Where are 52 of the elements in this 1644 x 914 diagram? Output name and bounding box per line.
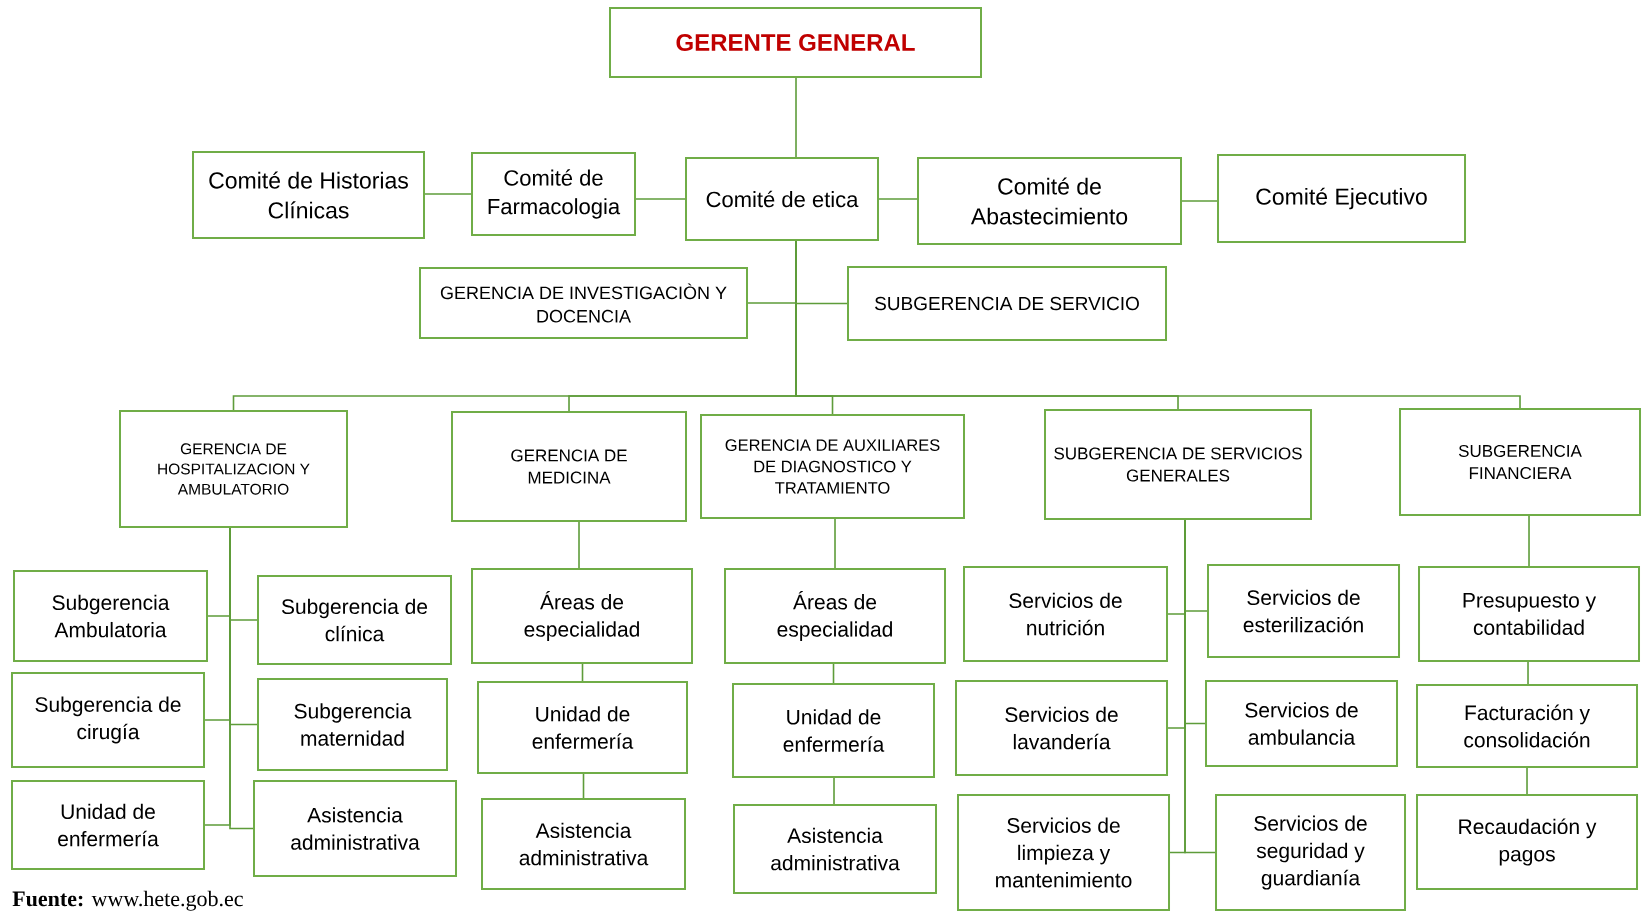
org-box: Comité de Abastecimiento (917, 157, 1182, 245)
connector-line (578, 521, 580, 569)
org-box: GERENCIA DE AUXILIARES DE DIAGNOSTICO Y TRATAMIENTO (700, 414, 965, 519)
org-box: Asistencia administrativa (733, 804, 937, 894)
connector-line (581, 663, 584, 682)
org-box: Comité de Historias Clínicas (192, 151, 425, 239)
org-box: Áreas de especialidad (471, 568, 693, 664)
connector-line (832, 663, 835, 684)
connector-line (1526, 767, 1528, 795)
org-box: Unidad de enfermería (477, 681, 688, 774)
org-box: GERENCIA DE INVESTIGACIÒN Y DOCENCIA (419, 267, 748, 339)
connector-line (1528, 515, 1530, 567)
org-box: Comité de etica (685, 157, 879, 241)
connector-line (582, 773, 585, 799)
org-box: GERENCIA DE HOSPITALIZACION Y AMBULATORIO (119, 410, 348, 528)
org-box: Unidad de enfermería (11, 780, 205, 870)
connector-line (1181, 200, 1218, 202)
org-box: Servicios de lavandería (955, 680, 1168, 776)
connector-line (424, 193, 472, 195)
org-box: Comité de Farmacologia (471, 152, 636, 236)
org-box: GERENTE GENERAL (609, 7, 982, 78)
source-note: Fuente: www.hete.gob.ec (12, 890, 243, 911)
org-box: SUBGERENCIA FINANCIERA (1399, 408, 1641, 516)
org-box: Asistencia administrativa (481, 798, 686, 890)
org-box: SUBGERENCIA DE SERVICIO (847, 266, 1167, 341)
connector-line (229, 527, 254, 830)
org-box: Subgerencia de cirugía (11, 672, 205, 768)
org-box: Servicios de seguridad y guardianía (1215, 794, 1406, 911)
connector-line (635, 198, 686, 200)
connector-line (833, 777, 835, 805)
connector-line (878, 198, 918, 200)
org-box: Facturación y consolidación (1416, 684, 1638, 768)
connector-line (834, 518, 836, 569)
org-box: Servicios de nutrición (963, 566, 1168, 662)
org-box: SUBGERENCIA DE SERVICIOS GENERALES (1044, 409, 1312, 520)
org-box: Subgerencia maternidad (257, 678, 448, 771)
connector-line (795, 240, 1521, 409)
org-box: Servicios de limpieza y mantenimiento (957, 794, 1170, 911)
org-box: Áreas de especialidad (724, 568, 946, 664)
connector-line (795, 77, 797, 158)
org-box: Comité Ejecutivo (1217, 154, 1466, 243)
org-box: Servicios de ambulancia (1205, 680, 1398, 767)
org-box: Unidad de enfermería (732, 683, 935, 778)
org-box: Subgerencia Ambulatoria (13, 570, 208, 662)
org-box: GERENCIA DE MEDICINA (451, 411, 687, 522)
org-box: Presupuesto y contabilidad (1418, 566, 1640, 662)
org-box: Subgerencia de clínica (257, 575, 452, 665)
connector-line (1184, 519, 1216, 854)
org-box: Recaudación y pagos (1416, 794, 1638, 890)
org-box: Servicios de esterilización (1207, 564, 1400, 658)
org-box: Asistencia administrativa (253, 780, 457, 877)
connector-line (1527, 661, 1529, 685)
